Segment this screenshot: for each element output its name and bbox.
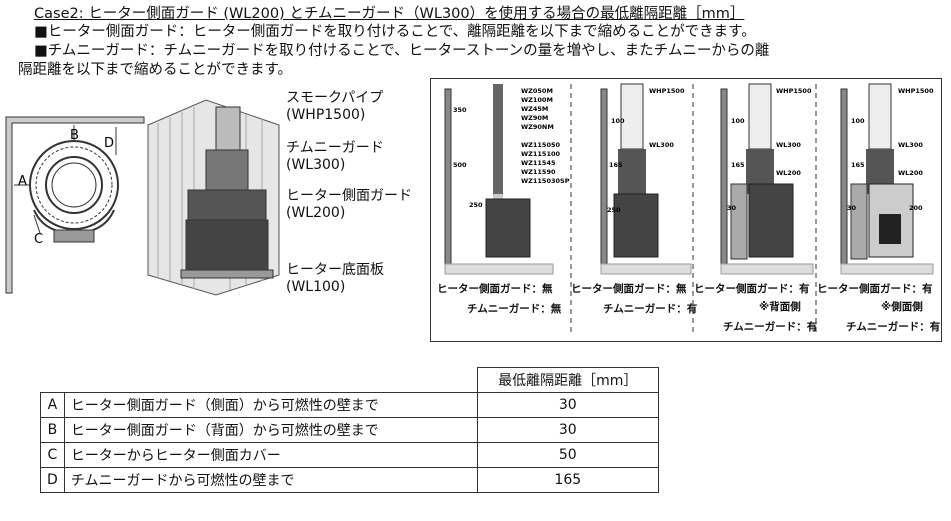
guard-note: ※側面側 xyxy=(881,301,923,313)
part-label: チムニーガード(WL300) xyxy=(286,140,384,173)
svg-text:WZ90NM: WZ90NM xyxy=(521,123,554,131)
svg-text:WL300: WL300 xyxy=(776,141,801,149)
part-label: ヒーター底面板(WL100) xyxy=(286,262,384,295)
svg-text:WHP1500: WHP1500 xyxy=(649,87,685,95)
dim-label: 350 xyxy=(453,106,467,114)
dim-label: 100 xyxy=(611,117,625,125)
svg-text:WL300: WL300 xyxy=(649,141,674,149)
side-guard-status: ヒーター側面ガード：無 xyxy=(437,283,553,295)
chimney-guard-status: チムニーガード：有 xyxy=(846,321,941,333)
svg-text:WZ115050: WZ115050 xyxy=(521,141,560,149)
chimney-guard-status: チムニーガード：有 xyxy=(723,321,818,333)
dim-label: 30 xyxy=(727,204,737,212)
svg-text:WL200: WL200 xyxy=(898,169,923,177)
label-b: B xyxy=(70,128,79,143)
svg-text:WZ11590: WZ11590 xyxy=(521,168,556,176)
label-a: A xyxy=(18,174,27,189)
svg-text:WZ11545: WZ11545 xyxy=(521,159,556,167)
dim-label: 165 xyxy=(731,161,745,169)
chimney-guard-status: チムニーガード：有 xyxy=(603,303,698,315)
side-guard-status: ヒーター側面ガード：有 xyxy=(817,283,933,295)
svg-text:WHP1500: WHP1500 xyxy=(898,87,934,95)
top-view-diagram: A B C D xyxy=(5,116,145,294)
dim-label: 200 xyxy=(909,204,923,212)
svg-text:WZ100M: WZ100M xyxy=(521,96,553,104)
svg-text:WHP1500: WHP1500 xyxy=(776,87,812,95)
clearance-diagram-panel: 350 500 250 100 165 250 100 165 30 100 1… xyxy=(430,78,942,342)
part-label: スモークパイプ(WHP1500) xyxy=(286,90,384,123)
table-header-row: 最低離隔距離［mm］ xyxy=(41,367,659,393)
page-title: Case2: ヒーター側面ガード (WL200) とチムニーガード（WL300）… xyxy=(34,6,745,22)
dim-label: 165 xyxy=(609,161,623,169)
dim-label: 30 xyxy=(847,204,857,212)
part-label: ヒーター側面ガード(WL200) xyxy=(286,188,412,221)
label-d: D xyxy=(104,136,114,151)
chimney-guard-status: チムニーガード：無 xyxy=(467,303,562,315)
label-c: C xyxy=(34,232,43,247)
heater-illustration xyxy=(147,99,280,296)
svg-text:WL200: WL200 xyxy=(776,169,801,177)
dim-label: 250 xyxy=(469,201,483,209)
description-line: 隔距離を以下まで縮めることができます。 xyxy=(18,62,293,78)
guard-note: ※背面側 xyxy=(759,301,801,313)
svg-text:WZ115100: WZ115100 xyxy=(521,150,560,158)
dim-label: 165 xyxy=(851,161,865,169)
side-guard-status: ヒーター側面ガード：無 xyxy=(571,283,687,295)
dim-label: 500 xyxy=(453,161,467,169)
svg-text:WZ90M: WZ90M xyxy=(521,114,548,122)
svg-text:WZ45M: WZ45M xyxy=(521,105,548,113)
dim-label: 100 xyxy=(731,117,745,125)
svg-text:WL300: WL300 xyxy=(898,141,923,149)
side-guard-status: ヒーター側面ガード：有 xyxy=(694,283,810,295)
svg-text:WZ050M: WZ050M xyxy=(521,87,553,95)
dim-label: 100 xyxy=(851,117,865,125)
dim-label: 250 xyxy=(607,206,621,214)
svg-text:WZ115030SP: WZ115030SP xyxy=(521,177,570,185)
column-header: 最低離隔距離［mm］ xyxy=(476,367,659,393)
description-line: ■チムニーガード：チムニーガードを取り付けることで、ヒーターストーンの量を増やし… xyxy=(34,43,770,59)
description-line: ■ヒーター側面ガード：ヒーター側面ガードを取り付けることで、離隔距離を以下まで縮… xyxy=(34,24,756,40)
